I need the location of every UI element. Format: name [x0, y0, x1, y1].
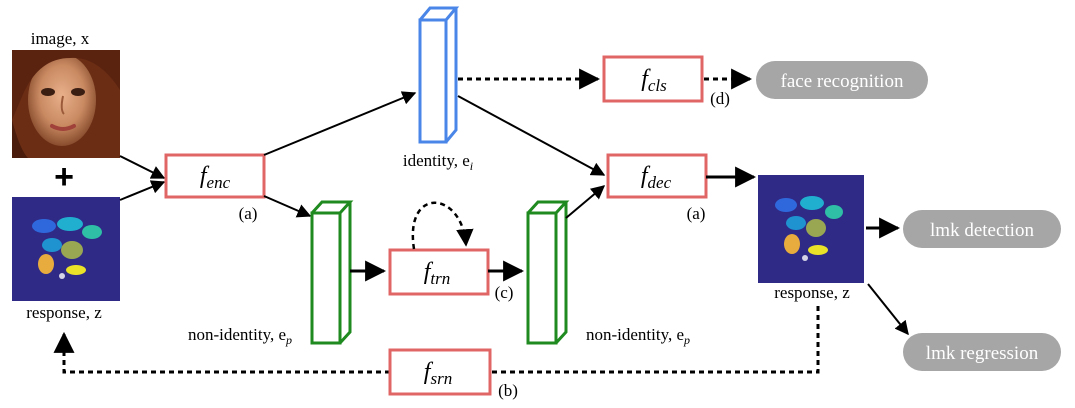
arrow-nonidentity-to-dec — [565, 185, 606, 219]
arrow-response-to-enc — [119, 180, 166, 201]
module-dec: fdec — [606, 153, 708, 199]
enc-base: f — [200, 163, 210, 189]
srn-sub: srn — [430, 369, 452, 388]
output-response-heatmap — [758, 175, 864, 283]
module-cls: fcls — [602, 55, 704, 103]
lmk-detection-label: lmk detection — [930, 220, 1034, 241]
trn-base: f — [424, 259, 434, 285]
cls-tag: (d) — [710, 89, 730, 108]
task-lmk-regression: lmk regression — [903, 333, 1061, 371]
srn-tag: (b) — [498, 381, 518, 400]
input-response-heatmap — [12, 197, 120, 301]
nonidentity-right-sub: p — [683, 333, 690, 347]
arrow-identity-to-dec — [457, 95, 606, 176]
svg-text:non-identity, ep: non-identity, ep — [586, 325, 690, 347]
enc-sub: enc — [207, 173, 231, 192]
srn-loop-right — [490, 306, 820, 374]
face-recognition-label: face recognition — [781, 71, 904, 92]
svg-text:fdec: fdec — [641, 163, 672, 192]
module-trn: ftrn — [388, 248, 490, 296]
identity-label: identity, e — [403, 151, 470, 170]
cls-base: f — [641, 66, 651, 92]
svg-text:fsrn: fsrn — [424, 359, 452, 388]
input-image — [12, 50, 120, 158]
input-response-label: response, z — [26, 303, 102, 322]
nonidentity-left-sub: p — [285, 333, 292, 347]
svg-text:identity, ei: identity, ei — [403, 151, 473, 173]
module-enc: fenc — [164, 153, 266, 199]
plus-symbol: + — [54, 158, 74, 196]
task-lmk-detection: lmk detection — [903, 210, 1061, 248]
dec-tag: (a) — [687, 204, 706, 223]
srn-loop-left — [53, 331, 390, 374]
enc-tag: (a) — [239, 204, 258, 223]
arrow-image-to-enc — [119, 155, 166, 179]
svg-text:fcls: fcls — [641, 66, 667, 95]
identity-block — [418, 6, 460, 144]
task-face-recognition: face recognition — [756, 61, 928, 99]
arrow-enc-to-nonidentity — [263, 195, 312, 218]
output-response-label: response, z — [774, 283, 850, 302]
trn-self-loop-arrow — [411, 201, 474, 250]
svg-text:ftrn: ftrn — [424, 259, 451, 288]
nonidentity-right-label: non-identity, e — [586, 325, 684, 344]
arrow-response-to-lmk-regression — [867, 283, 909, 336]
nonidentity-left-label: non-identity, e — [188, 325, 286, 344]
cls-sub: cls — [648, 76, 667, 95]
svg-text:fenc: fenc — [200, 163, 231, 192]
arrow-enc-to-identity — [263, 91, 417, 156]
dec-sub: dec — [648, 173, 672, 192]
nonidentity-block-right — [526, 200, 570, 345]
dec-base: f — [641, 163, 651, 189]
identity-sub: i — [470, 159, 473, 173]
svg-text:non-identity, ep: non-identity, ep — [188, 325, 292, 347]
trn-tag: (c) — [495, 283, 514, 302]
lmk-regression-label: lmk regression — [926, 343, 1039, 364]
module-srn: fsrn — [388, 348, 492, 396]
nonidentity-block-left — [310, 200, 354, 345]
srn-base: f — [424, 359, 434, 385]
input-image-label: image, x — [31, 29, 90, 48]
trn-sub: trn — [430, 269, 450, 288]
